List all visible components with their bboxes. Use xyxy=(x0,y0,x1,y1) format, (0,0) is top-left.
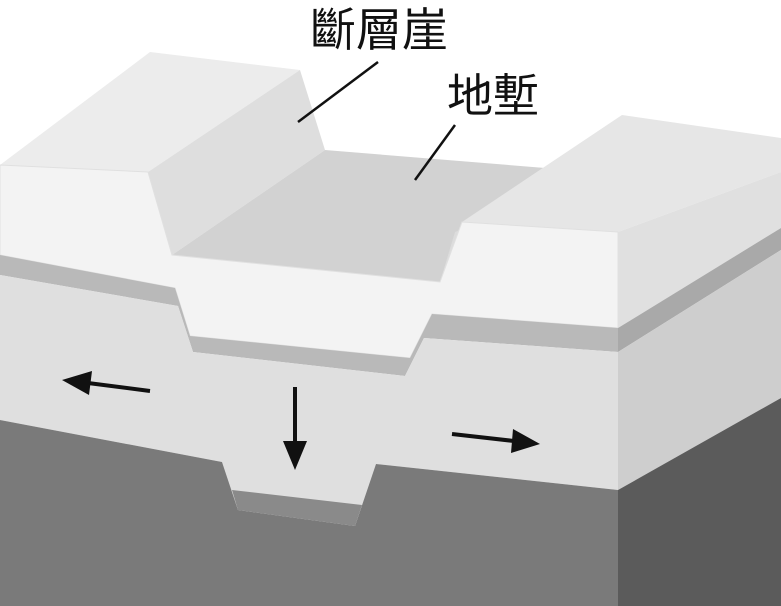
graben-dark-fill xyxy=(232,490,362,526)
front-bottom-layer xyxy=(0,420,618,606)
side-bottom-layer xyxy=(618,398,781,606)
extension-left-arrow-icon xyxy=(62,371,151,395)
subsidence-down-arrow-icon xyxy=(283,387,307,470)
extension-right-arrow-icon xyxy=(451,429,540,453)
left-scarp-face xyxy=(148,70,325,255)
side-thin-layer xyxy=(618,228,781,352)
graben-leader-line xyxy=(413,124,457,181)
right-block-top xyxy=(462,115,781,232)
left-block-top xyxy=(0,52,300,172)
side-upper-layer xyxy=(618,172,781,328)
front-middle-layer xyxy=(0,275,618,526)
fault-scarp-label: 斷層崖 xyxy=(310,3,448,57)
graben-label: 地塹 xyxy=(447,69,539,123)
fault-scarp-leader-line xyxy=(297,61,379,123)
front-thin-layer xyxy=(0,255,618,376)
side-middle-layer xyxy=(618,250,781,490)
